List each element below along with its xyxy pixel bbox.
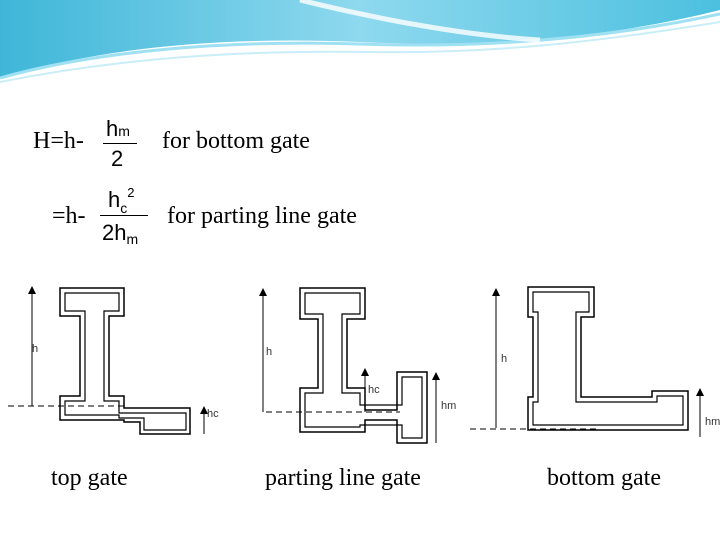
parting-gate-casting-outline xyxy=(299,287,428,444)
top-gate-hc-label: hc xyxy=(207,408,219,420)
parting-gate-h-label: h xyxy=(266,346,273,358)
formula-parting-gate-denominator: 2hm xyxy=(102,220,139,247)
formula-bottom-gate-denominator: 2 xyxy=(111,146,124,171)
bottom-gate-casting-outline xyxy=(527,286,689,431)
fraction-bar xyxy=(100,215,148,216)
top-gate-h-label: h xyxy=(32,343,39,355)
top-gate-cavity-outline xyxy=(64,292,187,431)
bottom-gate-cavity-outline xyxy=(532,291,684,426)
parting-gate-hm-label: hm xyxy=(441,400,457,412)
formula-bottom-gate-numerator: hm xyxy=(106,116,130,141)
bottom-gate-hm-label: hm xyxy=(705,416,720,428)
caption-parting-line-gate: parting line gate xyxy=(265,465,421,491)
parting-line-gate-diagram xyxy=(259,287,440,444)
parting-gate-cavity-outline xyxy=(304,292,423,439)
fraction-bar xyxy=(103,143,137,144)
formula-bottom-gate-lhs: H=h- xyxy=(33,128,84,154)
header-wave-decoration xyxy=(0,0,720,83)
formula-parting-gate-numerator: hc2 xyxy=(108,185,135,216)
caption-top-gate: top gate xyxy=(51,465,128,491)
formula-bottom-gate-label: for bottom gate xyxy=(162,128,310,154)
parting-gate-hc-label: hc xyxy=(368,384,380,396)
top-gate-casting-outline xyxy=(59,287,191,435)
top-gate-diagram xyxy=(8,286,208,435)
caption-bottom-gate: bottom gate xyxy=(547,465,661,491)
bottom-gate-diagram xyxy=(470,286,704,437)
formula-parting-gate-label: for parting line gate xyxy=(167,203,357,229)
formula-parting-gate-lhs: =h- xyxy=(52,203,86,229)
bottom-gate-h-label: h xyxy=(501,353,508,365)
